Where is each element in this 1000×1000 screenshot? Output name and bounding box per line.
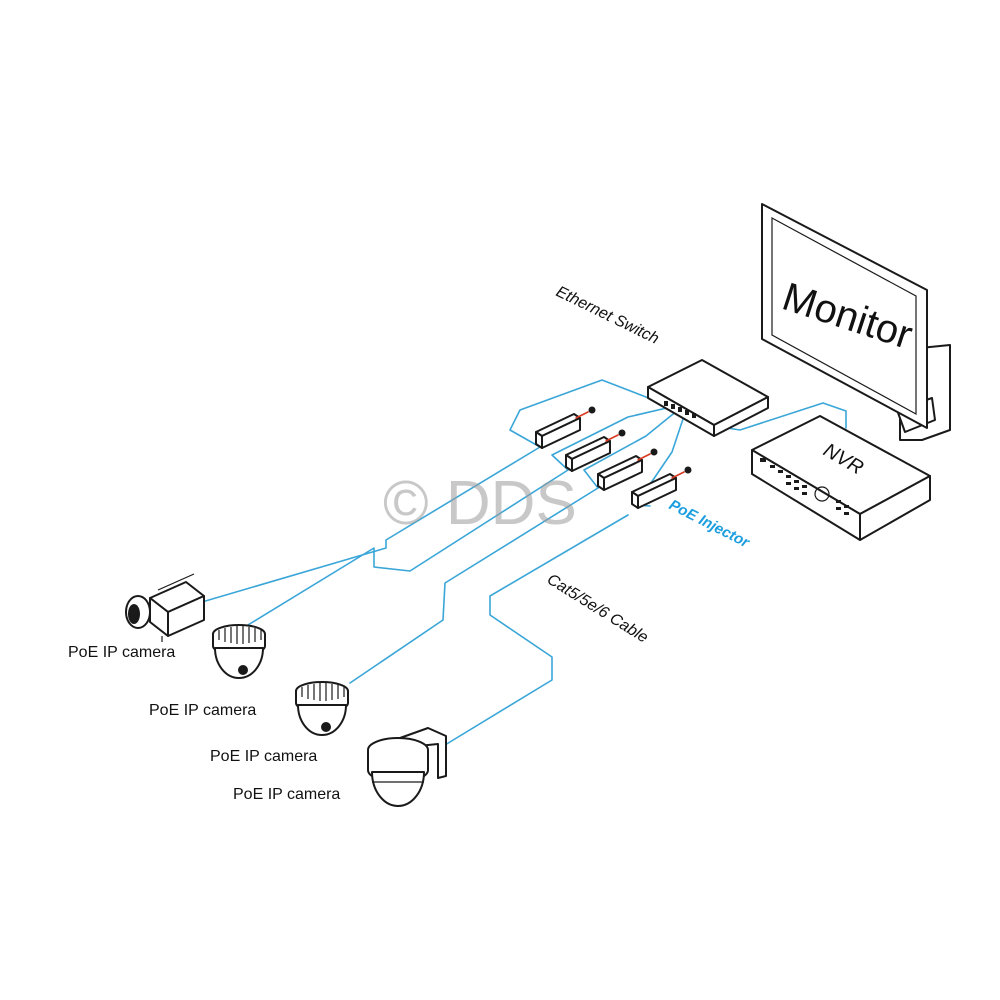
- ethernet-switch-icon: [647, 359, 769, 437]
- cable-injector-2-dome-camera-1: [242, 469, 569, 629]
- cable-switch-injector-1: [509, 379, 665, 448]
- dome-camera-icon: [295, 681, 349, 736]
- watermark: © DDS: [383, 469, 577, 538]
- power-plug-icon: [588, 406, 596, 414]
- poe-injectors: [535, 406, 692, 509]
- power-plug-icon: [684, 466, 692, 474]
- power-plug-icon: [618, 429, 626, 437]
- camera-label-3: PoE IP camera: [210, 748, 317, 765]
- poe-injector-icon: [631, 466, 692, 509]
- nvr-icon: NVR: [751, 415, 931, 541]
- power-plug-icon: [650, 448, 658, 456]
- cable-injector-3-dome-camera-2: [349, 487, 599, 684]
- cable-switch-injector-2: [551, 406, 672, 471]
- camera-label-2: PoE IP camera: [149, 702, 256, 719]
- ethernet-switch-label: Ethernet Switch: [553, 283, 661, 347]
- monitor: Monitor: [761, 203, 951, 441]
- camera-label-1: PoE IP camera: [68, 644, 175, 661]
- switch-ports: [664, 401, 696, 418]
- box-camera-icon: [125, 573, 205, 642]
- ptz-camera-icon: [367, 727, 447, 807]
- poe-injector-icon: [597, 448, 658, 491]
- poe-injector-icon: [535, 406, 596, 449]
- cat-cables: [201, 379, 847, 746]
- poe-injector-icon: [565, 429, 626, 472]
- dome-camera-icon: [212, 624, 266, 679]
- cable-switch-injector-3: [583, 409, 679, 489]
- cable-injector-4-ptz-camera: [444, 514, 629, 746]
- nvr-front-buttons: [760, 458, 849, 515]
- poe-injector-label: PoE Injector: [666, 496, 753, 551]
- cable-type-label: Cat5/5e/6 Cable: [544, 571, 651, 647]
- cable-injector-1-box-camera: [201, 446, 541, 603]
- camera-label-4: PoE IP camera: [233, 786, 340, 803]
